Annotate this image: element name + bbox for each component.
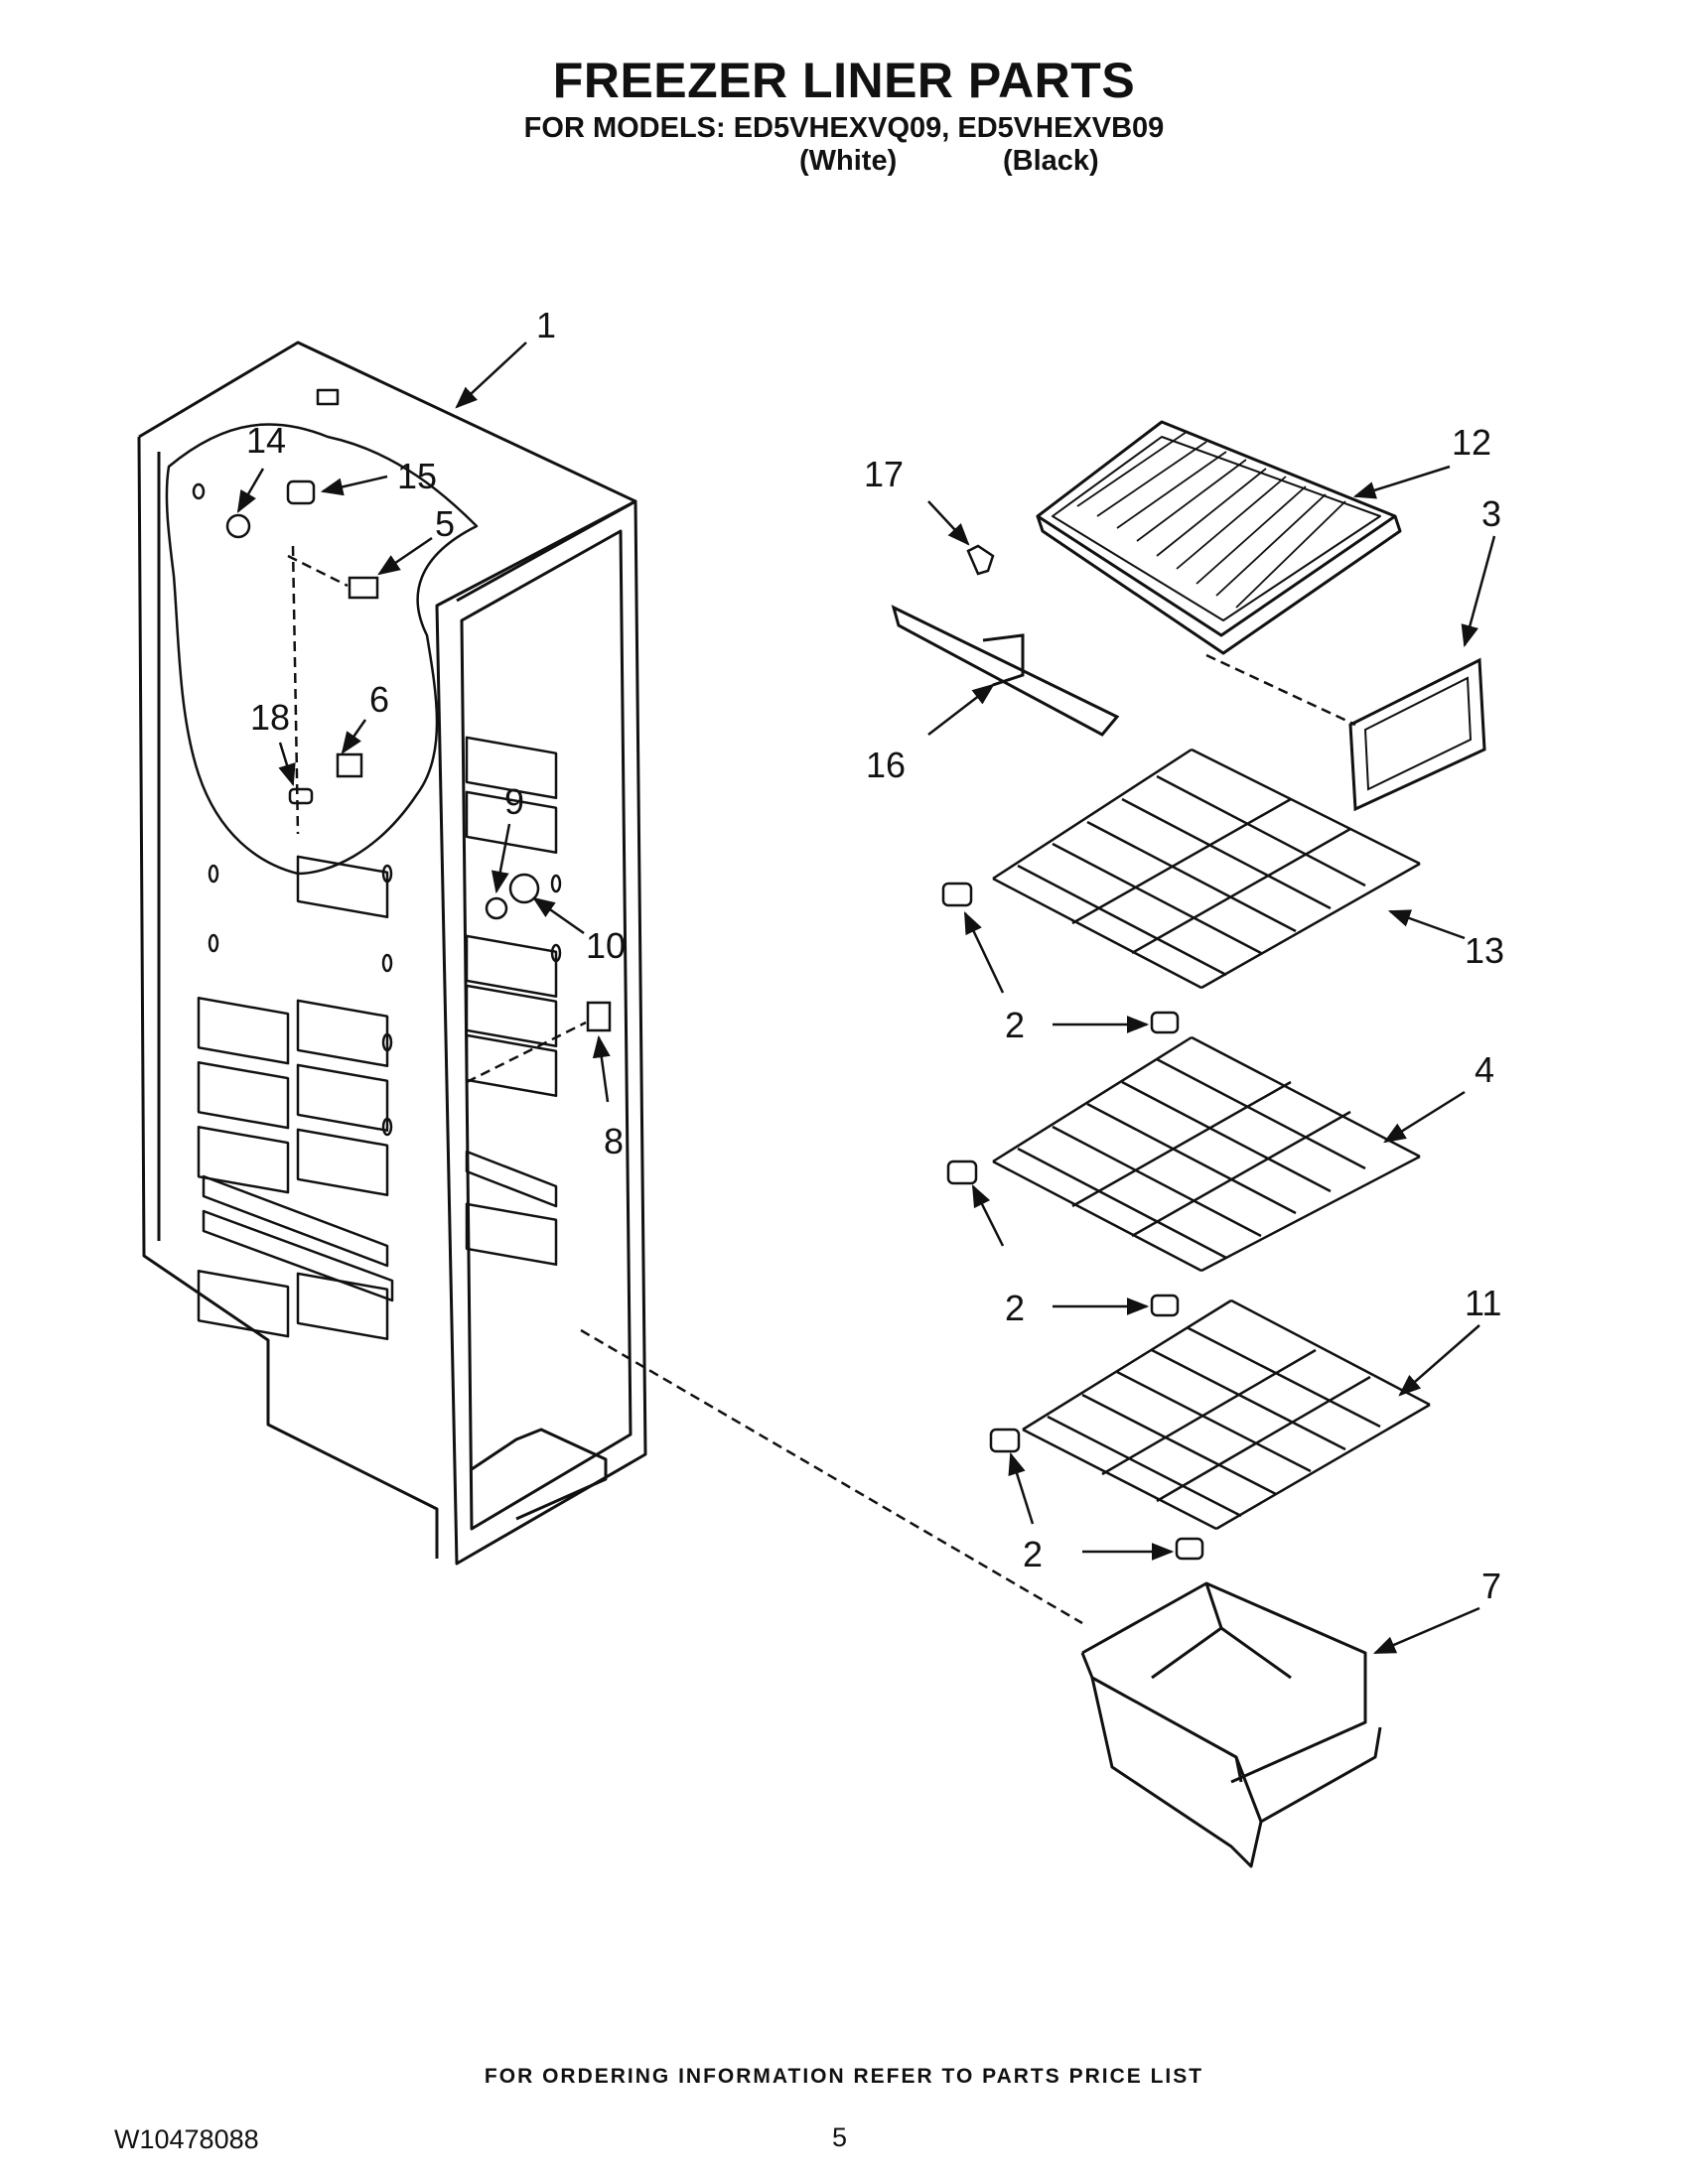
part-3-trim: [1348, 657, 1486, 812]
part-18-screw-shape: [288, 787, 314, 805]
part-2-end-caps: [941, 882, 1204, 1561]
callout-10: 10: [586, 925, 626, 966]
part-8-switch-shape: [586, 1001, 612, 1032]
callout-18: 18: [250, 697, 290, 738]
part-14-light-bulb-shape: [225, 513, 251, 539]
callout-9: 9: [504, 781, 524, 822]
leader-15: [320, 475, 388, 496]
document-number: W10478088: [114, 2124, 259, 2154]
callout-12: 12: [1452, 422, 1491, 463]
leader-3: [1461, 535, 1496, 648]
part-12-shelf-frame: [1036, 420, 1402, 655]
callout-6: 6: [369, 679, 389, 720]
leader-2c: [971, 1183, 1005, 1247]
callout-5: 5: [435, 503, 455, 544]
ordering-note: FOR ORDERING INFORMATION REFER TO PARTS …: [484, 2065, 1204, 2088]
leader-6: [341, 719, 367, 754]
leader-4: [1383, 1090, 1466, 1144]
variant-white-label: (White): [799, 145, 898, 177]
part-6-bracket-shape: [336, 752, 363, 778]
leader-13: [1387, 909, 1466, 940]
leader-10: [532, 896, 585, 935]
leader-2a: [963, 910, 1005, 994]
callout-4: 4: [1475, 1049, 1494, 1090]
part-15-socket-shape: [286, 479, 316, 505]
part-9-screw-shape: [485, 896, 508, 920]
callout-8: 8: [604, 1121, 624, 1161]
leader-16: [927, 683, 995, 736]
callout-3: 3: [1481, 493, 1501, 534]
part-5-clip-shape: [348, 576, 379, 600]
callout-1: 1: [536, 305, 556, 345]
callout-16: 16: [866, 745, 906, 785]
part-16-bracket: [891, 605, 1120, 737]
part-11-wire-shelf: [1022, 1298, 1431, 1531]
variant-black-label: (Black): [1003, 145, 1099, 177]
part-4-wire-shelf: [992, 1035, 1421, 1273]
leader-5: [377, 536, 433, 576]
leader-9: [491, 823, 511, 894]
callout-2b: 2: [1005, 1288, 1025, 1328]
callout-17: 17: [864, 454, 904, 494]
models-line: FOR MODELS: ED5VHEXVQ09, ED5VHEXVB09: [523, 112, 1165, 144]
callout-11: 11: [1465, 1283, 1501, 1323]
leader-1: [455, 341, 527, 409]
leader-8: [592, 1034, 611, 1103]
part-10-grommet-shape: [508, 873, 540, 904]
callout-2c: 2: [1023, 1534, 1043, 1574]
page-number: 5: [832, 2122, 848, 2152]
callout-2a: 2: [1005, 1005, 1025, 1045]
leader-2e: [1008, 1451, 1035, 1525]
leader-11: [1398, 1324, 1480, 1397]
part-7-bin: [1080, 1581, 1382, 1868]
page-title: FREEZER LINER PARTS: [552, 53, 1136, 108]
leader-18: [278, 742, 296, 787]
leader-7: [1372, 1606, 1480, 1655]
callout-7: 7: [1481, 1566, 1501, 1606]
leader-17: [927, 500, 970, 546]
part-13-wire-shelf: [992, 748, 1421, 990]
part-17-screw: [966, 544, 995, 576]
leader-12: [1352, 465, 1451, 499]
callout-15: 15: [397, 456, 437, 496]
liner-hardware: [225, 479, 612, 1032]
leader-14: [236, 468, 265, 513]
callout-13: 13: [1465, 930, 1504, 971]
callout-14: 14: [246, 420, 286, 461]
freezer-liner-part: [137, 341, 647, 1566]
